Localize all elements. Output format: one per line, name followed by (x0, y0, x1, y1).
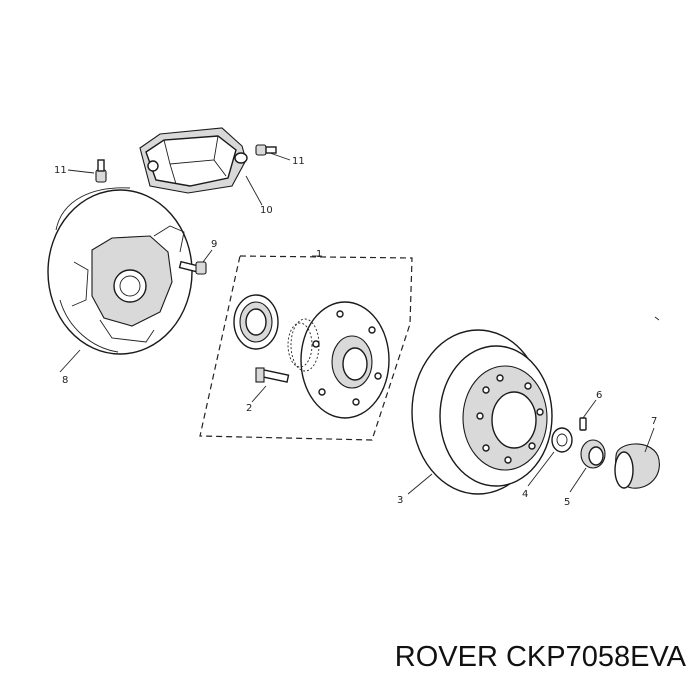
part-number-caption: ROVER CKP7058EVA (394, 641, 686, 673)
part-1-group-outline (199, 255, 413, 441)
part-7-dust-cap (614, 427, 660, 489)
callout-11-right: 11 (292, 156, 305, 167)
callout-4: 4 (522, 489, 528, 500)
callout-11-left: 11 (54, 165, 67, 176)
part-2-wheel-stud (251, 367, 290, 403)
callout-6: 6 (596, 390, 602, 401)
part-11-bolt-right (255, 144, 291, 161)
part-9-bolt (178, 249, 213, 275)
part-seal-ring (233, 294, 279, 350)
part-5-hub-nut (569, 439, 606, 493)
callout-9: 9 (211, 239, 217, 250)
part-6-screw (579, 399, 597, 431)
callout-8: 8 (62, 375, 68, 386)
part-10-bracket (139, 127, 263, 206)
callout-10: 10 (260, 205, 273, 216)
callout-2: 2 (246, 403, 252, 414)
part-8-backing-plate (47, 187, 193, 373)
part-3-brake-disc (407, 329, 553, 495)
callout-3: 3 (397, 495, 403, 506)
part-4-washer (527, 427, 573, 487)
callout-5: 5 (564, 497, 570, 508)
callout-7: 7 (651, 416, 657, 427)
callout-1: 1 (316, 249, 322, 260)
part-11-bolt-left (67, 159, 107, 183)
part-hub (287, 301, 390, 419)
